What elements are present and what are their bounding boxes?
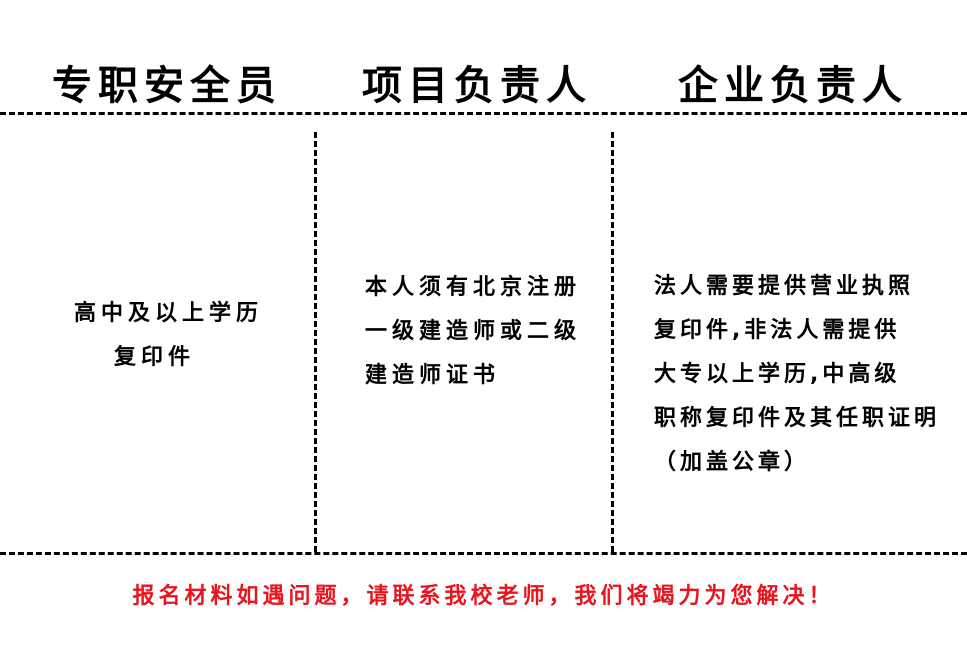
cell-line: 大专以上学历,中高级: [654, 362, 901, 387]
cell-line: 高中及以上学历: [74, 301, 264, 326]
footer-notice: 报名材料如遇问题，请联系我校老师，我们将竭力为您解决！: [132, 584, 835, 609]
cell-line: 建造师证书: [365, 363, 501, 388]
cell-line: 职称复印件及其任职证明: [654, 406, 941, 431]
cell-line: 复印件: [114, 345, 196, 370]
cell-enterprise-manager: 法人需要提供营业执照 复印件,非法人需提供 大专以上学历,中高级 职称复印件及其…: [654, 265, 940, 485]
cell-line: 复印件,非法人需提供: [654, 318, 901, 343]
column-divider-2: [611, 132, 614, 552]
cell-line: 法人需要提供营业执照: [654, 274, 915, 299]
header-enterprise-manager: 企业负责人: [678, 63, 908, 109]
cell-line: 一级建造师或二级: [365, 319, 582, 344]
cell-line: 本人须有北京注册: [365, 275, 582, 300]
header-safety-officer: 专职安全员: [52, 63, 282, 109]
bottom-divider: [0, 552, 967, 555]
top-divider: [0, 112, 967, 115]
header-project-manager: 项目负责人: [362, 63, 592, 109]
cell-safety-officer: 高中及以上学历 复印件: [74, 292, 263, 380]
cell-project-manager: 本人须有北京注册 一级建造师或二级 建造师证书: [365, 266, 581, 398]
column-divider-1: [314, 132, 317, 552]
cell-line: （加盖公章）: [654, 450, 811, 475]
